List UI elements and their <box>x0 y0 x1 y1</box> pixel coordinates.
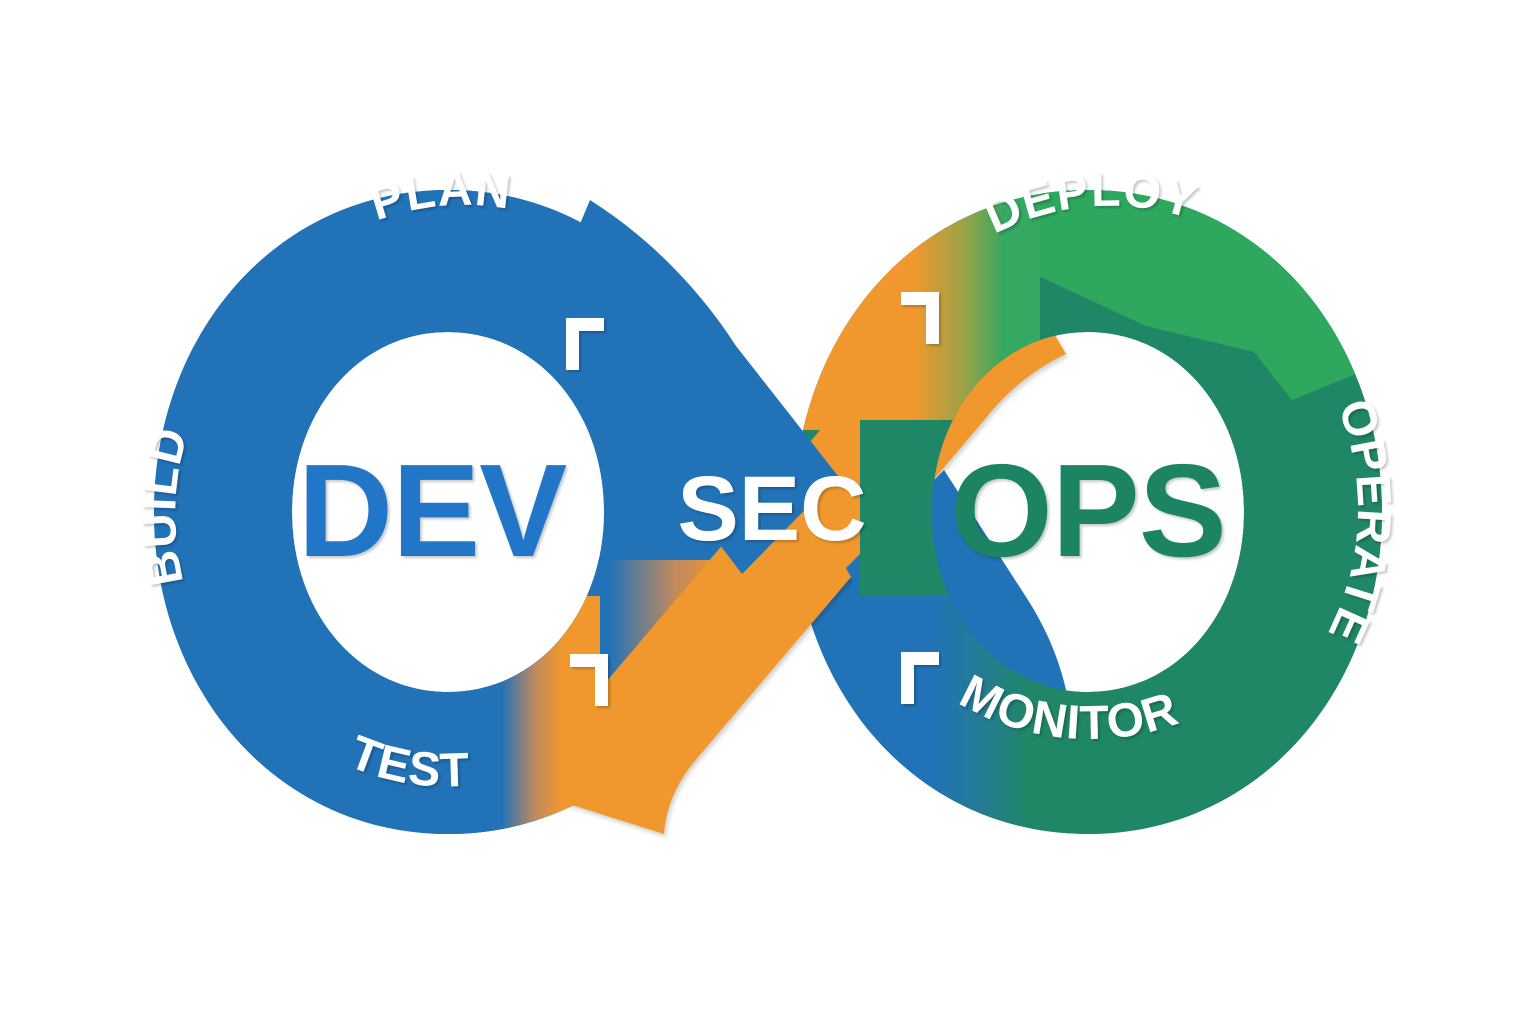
core-label-sec: SEC <box>677 458 866 560</box>
core-label-ops: OPS <box>950 437 1226 584</box>
blue-band-top-arm <box>534 200 838 574</box>
bracket-top-left <box>566 318 604 370</box>
core-label-dev: DEV <box>298 437 567 584</box>
bracket-bottom-right <box>901 652 939 704</box>
bracket-bottom-left <box>570 654 608 706</box>
bracket-top-right <box>901 292 939 344</box>
